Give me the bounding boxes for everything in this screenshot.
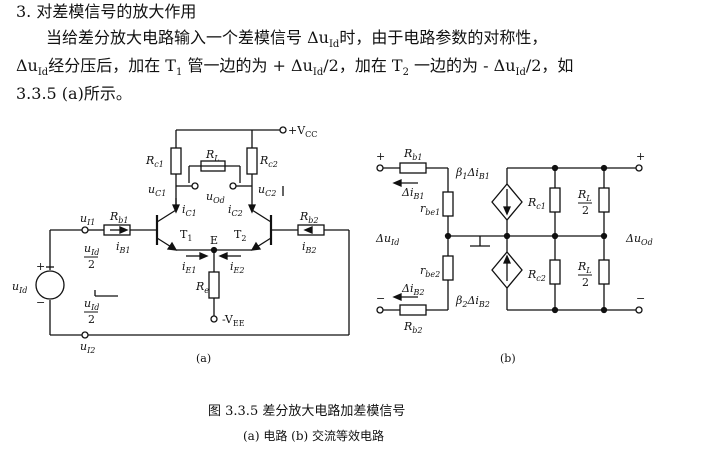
src2-label: β2ΔiB2 — [455, 294, 490, 309]
b-rc1-label: Rc1 — [527, 196, 546, 211]
b-rb2-resistor — [399, 304, 427, 316]
rbe1-label: rbe1 — [420, 202, 440, 217]
rbe2-resistor — [442, 255, 454, 281]
vcc-terminal — [279, 126, 287, 134]
figure-caption-subtitle: (a) 电路 (b) 交流等效电路 — [243, 429, 385, 443]
section-heading: 3. 对差模信号的放大作用 — [16, 2, 197, 21]
rb1-label: Rb1 — [109, 210, 129, 225]
b-out-plus: + — [636, 150, 645, 163]
re-resistor — [208, 271, 220, 299]
b-rb2-label: Rb2 — [403, 320, 423, 335]
ui2-label: uI2 — [80, 340, 95, 355]
ui1-label: uI1 — [80, 212, 95, 227]
rbe1-resistor — [442, 191, 454, 217]
ie2-label: iE2 — [230, 260, 244, 275]
ib2-label: iB2 — [302, 240, 317, 255]
vee-terminal — [210, 315, 218, 323]
paragraph-line-2: ΔuId经分压后，加在 T1 管一边的为 + ΔuId/2，加在 T2 一边的为… — [16, 56, 574, 79]
half-top-num: uId — [84, 242, 99, 257]
t2-label: T2 — [234, 228, 246, 243]
t1-label: T1 — [180, 228, 192, 243]
vcc-label: +VCC — [288, 124, 317, 139]
duod-label: ΔuOd — [625, 232, 653, 247]
uid-source — [35, 270, 65, 300]
rbe2-label: rbe2 — [420, 264, 440, 279]
re-label: Re — [195, 280, 209, 295]
ic2-label: iC2 — [228, 203, 243, 218]
b-dib1-label: ΔiB1 — [401, 186, 424, 201]
b-in-plus: + — [376, 150, 385, 163]
uc2-label: uC2 — [258, 183, 276, 198]
src1-label: β1ΔiB1 — [455, 166, 490, 181]
source-plus-label: + — [36, 260, 45, 273]
vee-label: -VEE — [222, 313, 245, 328]
rc1-label: Rc1 — [145, 154, 164, 169]
b-rl-half-2 — [598, 259, 610, 285]
figure-caption-title: 图 3.3.5 差分放大电路加差模信号 — [208, 404, 406, 419]
half-top-den: 2 — [88, 258, 95, 271]
rl-label: RL — [205, 148, 220, 163]
rb2-label: Rb2 — [299, 210, 319, 225]
b-rl1-num: RL — [577, 188, 592, 203]
b-rl2-den: 2 — [582, 276, 589, 289]
rc1-resistor — [170, 147, 182, 175]
duid-label: ΔuId — [375, 232, 399, 247]
rc2-label: Rc2 — [259, 154, 278, 169]
b-rb1-resistor — [399, 162, 427, 174]
b-rc2-resistor — [549, 259, 561, 285]
b-rb1-label: Rb1 — [403, 147, 423, 162]
b-dib2-label: ΔiB2 — [401, 282, 424, 297]
b-out-minus: − — [636, 292, 645, 305]
b-rl-half-1 — [598, 187, 610, 213]
source-minus-label: − — [36, 296, 45, 309]
paragraph-line-3: 3.3.5 (a)所示。 — [16, 84, 132, 103]
uod-label: uOd — [206, 190, 225, 205]
b-rl2-num: RL — [577, 260, 592, 275]
uc1-label: uC1 — [148, 183, 166, 198]
b-rl1-den: 2 — [582, 204, 589, 217]
b-rc1-resistor — [549, 187, 561, 213]
uid-label: uId — [12, 280, 27, 295]
node-e-label: E — [210, 234, 218, 247]
label-b: (b) — [500, 352, 516, 365]
ic1-label: iC1 — [182, 203, 197, 218]
rl-resistor — [200, 160, 226, 172]
half-bottom-den: 2 — [88, 313, 95, 326]
b-in-minus: − — [376, 292, 385, 305]
b-rc2-label: Rc2 — [527, 268, 546, 283]
ie1-label: iE1 — [182, 260, 196, 275]
ib1-label: iB1 — [116, 240, 131, 255]
rc2-resistor — [246, 147, 258, 175]
half-bottom-num: uId — [84, 297, 99, 312]
label-a: (a) — [196, 352, 211, 365]
paragraph-line-1: 当给差分放大电路输入一个差模信号 ΔuId时，由于电路参数的对称性， — [46, 28, 548, 51]
